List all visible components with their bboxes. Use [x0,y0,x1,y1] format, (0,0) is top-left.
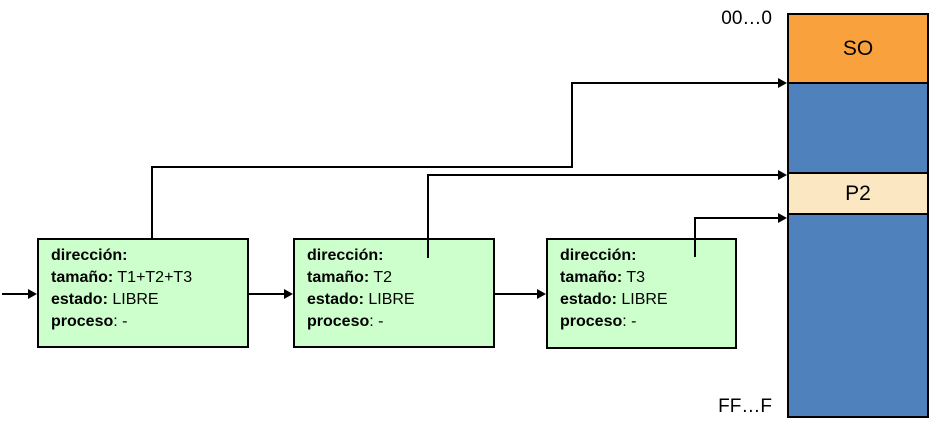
node2-to-node3-arrow-shaft [495,293,538,295]
node2-to-node3-arrow-head-icon [537,289,546,299]
node1-pointer-arrow-head-icon [778,78,787,88]
node2-field-direccion: dirección: [307,245,493,267]
field-value: : - [369,313,384,330]
node3-pointer-arrow-head-icon [778,213,787,223]
field-label: estado: [307,291,364,308]
node1-field-estado: estado: LIBRE [51,289,247,311]
field-value: LIBRE [107,291,159,308]
node1-pointer-vertical-1 [151,167,153,238]
node1-pointer-vertical-2 [571,83,573,168]
memory-segment-p2: P2 [789,174,927,215]
node1-field-proceso: proceso: - [51,311,247,333]
field-label: proceso [560,313,623,330]
field-label: dirección: [307,247,384,264]
field-value: LIBRE [363,291,415,308]
field-label: dirección: [51,247,128,264]
free-block-node-3: dirección: tamaño: T3 estado: LIBRE proc… [546,238,737,349]
list-head-arrow-head-icon [28,289,37,299]
memory-segment-so: SO [789,15,927,84]
memory-segment-p2-label: P2 [845,181,871,205]
node1-to-node2-arrow-shaft [249,293,285,295]
free-block-node-1: dirección: tamaño: T1+T2+T3 estado: LIBR… [37,238,249,348]
field-label: estado: [560,291,617,308]
field-label: proceso [51,313,114,330]
free-block-node-2: dirección: tamaño: T2 estado: LIBRE proc… [293,238,495,348]
list-head-arrow-shaft [2,293,29,295]
node3-field-proceso: proceso: - [560,311,735,333]
field-label: tamaño: [51,269,114,286]
field-label: tamaño: [307,269,370,286]
node3-field-tamano: tamaño: T3 [560,267,735,289]
field-value: : - [113,313,128,330]
node2-pointer-horizontal [427,174,778,176]
node3-pointer-horizontal [694,217,778,219]
field-label: tamaño: [560,269,623,286]
field-label: estado: [51,291,108,308]
address-top-label: 00…0 [721,8,772,29]
node2-field-tamano: tamaño: T2 [307,267,493,289]
field-value: T3 [622,269,646,286]
address-bottom-label: FF…F [718,396,772,417]
memory-segment-so-label: SO [842,36,874,60]
node3-field-direccion: dirección: [560,245,735,267]
node2-pointer-arrow-head-icon [778,170,787,180]
node2-field-estado: estado: LIBRE [307,289,493,311]
node3-field-estado: estado: LIBRE [560,289,735,311]
node2-pointer-vertical [427,175,429,258]
memory-segment-free-1 [789,84,927,174]
field-value: LIBRE [616,291,668,308]
field-label: proceso [307,313,370,330]
memory-map: SO P2 [787,13,929,418]
node1-field-direccion: dirección: [51,245,247,267]
memory-segment-free-2 [789,215,927,416]
field-value: T2 [369,269,393,286]
node1-pointer-horizontal-2 [571,82,778,84]
field-value: T1+T2+T3 [113,269,193,286]
field-value: : - [622,313,637,330]
node2-field-proceso: proceso: - [307,311,493,333]
node1-to-node2-arrow-head-icon [284,289,293,299]
node1-pointer-horizontal-1 [151,166,573,168]
node1-field-tamano: tamaño: T1+T2+T3 [51,267,247,289]
field-label: dirección: [560,247,637,264]
node3-pointer-vertical [694,218,696,257]
